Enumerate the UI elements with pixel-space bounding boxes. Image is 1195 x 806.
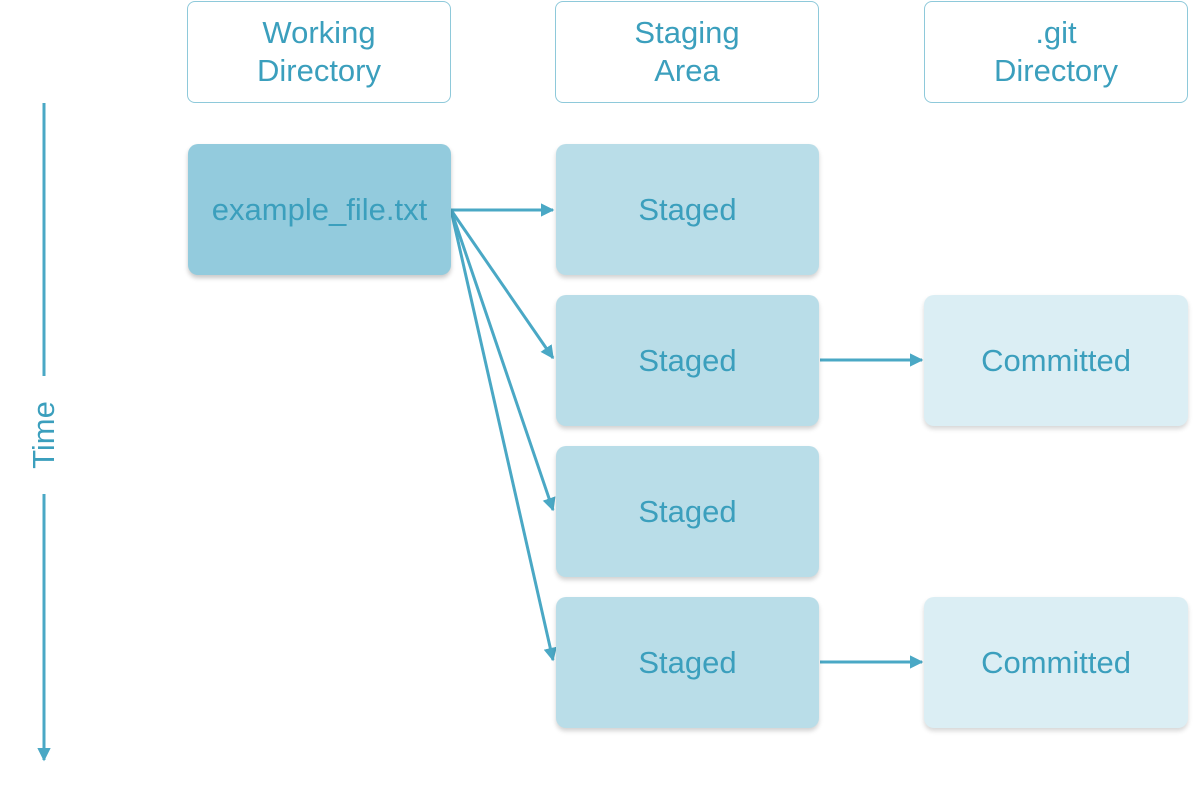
arrow-file-to-staged-4	[449, 209, 557, 662]
committed-box-2: Committed	[924, 597, 1188, 728]
arrow-file-to-staged-3	[449, 209, 556, 512]
header-working-directory: Working Directory	[187, 1, 451, 103]
staged-box-4: Staged	[556, 597, 819, 728]
time-axis-label: Time	[26, 401, 61, 469]
arrow-file-to-staged-2	[449, 209, 555, 360]
header-staging-area: Staging Area	[555, 1, 819, 103]
header-git-directory: .git Directory	[924, 1, 1188, 103]
staged-box-3: Staged	[556, 446, 819, 577]
file-box: example_file.txt	[188, 144, 451, 275]
committed-box-1: Committed	[924, 295, 1188, 426]
staged-box-1: Staged	[556, 144, 819, 275]
staged-box-2: Staged	[556, 295, 819, 426]
